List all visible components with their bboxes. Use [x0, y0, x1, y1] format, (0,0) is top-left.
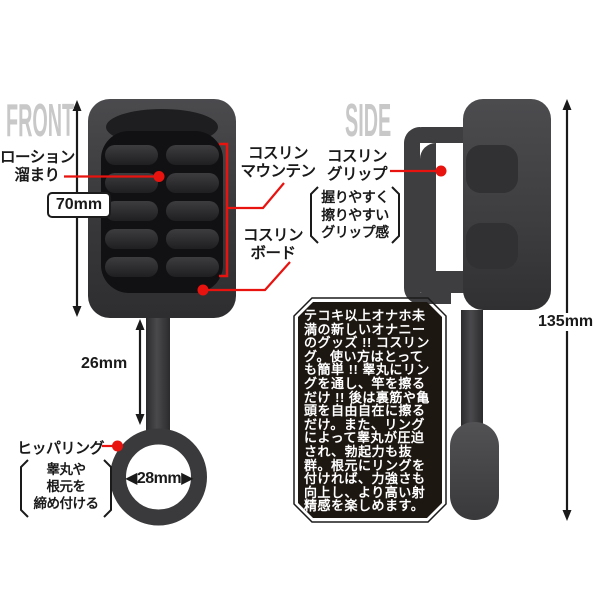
texture-ridge-bars [105, 145, 219, 277]
side-grip-frame [404, 127, 467, 293]
board-label: コスリン ボード [240, 227, 306, 262]
front-height-label: 70mm [47, 192, 111, 218]
grip-note-line3: グリップ感 [321, 224, 389, 240]
side-height-arrow [562, 99, 572, 521]
grip-note-label: 握りやすく 擦りやすい グリップ感 [313, 189, 397, 242]
lotion-pool-line2: 溜まり [14, 166, 60, 184]
front-view-title: FRONT [6, 94, 75, 146]
front-stem-shape [146, 316, 170, 434]
grip-label: コスリン グリップ [322, 148, 392, 183]
grip-note-line2: 擦りやすい [321, 206, 389, 223]
stem-length-label: 26mm [81, 355, 128, 372]
mounten-label: コスリン マウンテン [240, 145, 316, 180]
side-ring-capsule-shape [450, 422, 499, 520]
side-mount-bump-bottom [466, 223, 518, 269]
lotion-pointer [64, 171, 165, 182]
ring-note-label: 睾丸や 根元を 締め付ける [20, 461, 112, 512]
ring-note-line1: 睾丸や [46, 462, 87, 477]
lotion-pool-label: ローション 溜まり [0, 149, 75, 184]
lotion-pool-line1: ローション [0, 149, 75, 166]
ring-diameter-label: ◀28mm▶ [114, 468, 204, 488]
ring-diameter-arrow-left-icon: ◀ [125, 470, 137, 487]
note-brackets [20, 186, 400, 518]
board-line1: コスリン [242, 227, 304, 244]
side-body-shape [463, 99, 551, 310]
ring-diameter-value: 28mm [136, 470, 182, 487]
pull-ring-shape [110, 428, 207, 526]
stem-length-arrow [135, 319, 145, 425]
ring-note-line3: 締め付ける [33, 496, 100, 511]
mounten-line1: コスリン [247, 145, 309, 162]
mounten-pointer [219, 142, 285, 278]
mounten-line2: マウンテン [240, 162, 316, 180]
front-cavity [101, 131, 223, 293]
side-view-title: SIDE [345, 94, 392, 146]
grip-note-bracket-left [310, 186, 319, 244]
side-stem-shape [461, 310, 483, 428]
grip-note-bracket-right [391, 186, 400, 244]
description-box: テコキ以上オナホ未満の新しいオナニーのグッズ !! コスリング。使い方はとっても… [298, 302, 442, 518]
grip-note-line1: 握りやすく [321, 189, 389, 205]
description-box-frame [293, 297, 447, 523]
side-mount-bump-top [466, 145, 518, 193]
ring-note-bracket-left [20, 459, 29, 518]
annotation-pointers [64, 142, 447, 452]
ring-note-bracket-right [103, 459, 112, 518]
ring-note-line2: 根元を [46, 479, 87, 494]
side-height-label: 135mm [536, 313, 596, 331]
board-line2: ボード [250, 244, 296, 262]
grip-line2: グリップ [326, 165, 388, 183]
board-pointer [197, 261, 291, 296]
grip-line1: コスリン [326, 148, 388, 165]
front-view-product [88, 99, 236, 526]
ring-diameter-arrow-right-icon: ▶ [181, 470, 193, 487]
hippa-ring-label: ヒッパリング [17, 440, 105, 457]
grip-pointer [390, 165, 447, 177]
hippa-ring-pointer [102, 440, 123, 452]
